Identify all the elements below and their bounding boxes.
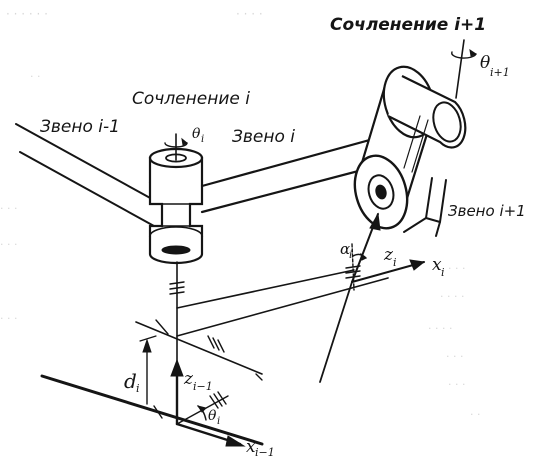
svg-text:· · ·: · · · [448,262,465,275]
svg-text:· · · ·: · · · · [428,322,452,335]
svg-text:i+1: i+1 [490,66,510,79]
label-alpha-i: α i [340,240,352,261]
label-link-i: Звено i [232,127,295,147]
label-joint-i-plus-1: Сочленение i+1 [330,15,486,35]
joint-i-body [148,147,204,265]
label-link-i-minus-1: Звено i-1 [40,117,120,137]
label-x-i-minus-1: x i−1 [246,437,275,459]
svg-text:· · · · · ·: · · · · · · [6,7,48,21]
frame-i [319,212,426,383]
svg-text:i: i [393,256,397,269]
svg-text:· ·: · · [30,70,41,83]
svg-text:θ: θ [192,126,201,142]
svg-text:x: x [246,437,256,457]
svg-text:Звено i+1: Звено i+1 [448,202,526,220]
svg-text:i−1: i−1 [255,446,275,459]
svg-text:Звено i: Звено i [232,127,295,147]
svg-text:i: i [441,266,445,279]
svg-text:i: i [136,382,140,395]
svg-text:Сочленение i: Сочленение i [132,89,250,109]
link-i-minus-1 [15,123,155,227]
svg-text:θ: θ [480,53,490,73]
svg-text:· · ·: · · · [0,202,17,215]
label-x-i: x i [432,255,445,279]
label-joint-i: Сочленение i [132,89,250,109]
svg-text:· · · ·: · · · · [236,7,263,21]
svg-text:d: d [124,369,137,393]
svg-text:x: x [432,255,442,275]
svg-text:· · ·: · · · [0,238,17,251]
frame-i-minus-1 [40,319,264,447]
svg-text:Звено i-1: Звено i-1 [40,117,120,137]
svg-text:θ: θ [208,408,217,424]
svg-text:i: i [349,250,352,261]
link-i-plus-1 [403,177,447,237]
joint-i-rotation-icon [164,133,188,161]
svg-text:· · ·: · · · [446,350,463,363]
label-theta-i-bottom: θ i [208,408,220,427]
label-z-i: z i [383,245,397,269]
svg-text:z: z [383,245,394,265]
bleed-through-noise: · · · · · · · · · · · · · · · · · · · · … [0,7,481,421]
svg-text:i: i [217,416,220,427]
svg-text:· · ·: · · · [448,378,465,391]
svg-text:Сочленение i+1: Сочленение i+1 [330,15,486,35]
svg-text:i−1: i−1 [193,380,213,393]
joint-i-plus-1-body [353,65,467,230]
label-z-i-minus-1: z i−1 [183,369,213,393]
common-normal-line [176,269,389,337]
svg-text:α: α [340,240,350,258]
svg-text:· · ·: · · · [0,312,17,325]
svg-text:· ·: · · [470,408,481,421]
svg-text:z: z [183,369,194,389]
label-theta-i-top: θ i [192,126,204,145]
svg-text:· · · ·: · · · · [440,290,464,303]
label-link-i-plus-1: Звено i+1 [448,202,526,220]
joint-i-plus-1-rotation-icon [451,39,478,99]
label-theta-i-plus-1: θ i+1 [480,53,510,79]
label-d-i: d i [124,369,140,395]
svg-text:i: i [201,134,204,145]
